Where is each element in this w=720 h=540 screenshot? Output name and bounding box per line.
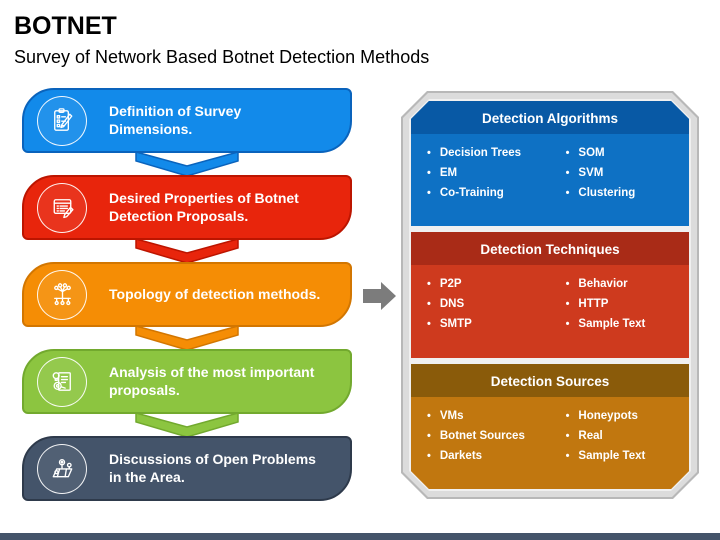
bullet-icon: • — [565, 318, 570, 331]
down-chevron-arrow — [135, 325, 239, 351]
section-detection-algorithms: Detection Algorithms •Decision Trees •EM… — [411, 101, 689, 226]
map-pins-icon — [37, 443, 87, 494]
page-title: BOTNET — [14, 12, 117, 40]
bullet-column: •Honeypots •Real •Sample Text — [566, 402, 683, 485]
bullet-column: •VMs •Botnet Sources •Darkets — [427, 402, 566, 485]
step-bar-open-problems: Discussions of Open Problems in the Area… — [22, 436, 352, 501]
page-subtitle: Survey of Network Based Botnet Detection… — [14, 47, 430, 67]
list-item: •Decision Trees — [427, 147, 522, 159]
clipboard-checklist-icon — [37, 95, 87, 146]
list-item: •SMTP — [427, 318, 472, 331]
section-body: •Decision Trees •EM •Co-Training •SOM •S… — [411, 134, 689, 226]
step-bar-analysis: Analysis of the most important proposals… — [22, 349, 352, 414]
list-item: •SOM — [565, 147, 605, 159]
list-item: •HTTP — [565, 298, 609, 311]
network-topology-icon — [37, 269, 87, 320]
bullet-icon: • — [427, 429, 431, 442]
analysis-magnifier-icon — [37, 356, 87, 407]
step-bar-topology: Topology of detection methods. — [22, 262, 352, 327]
bullet-icon: • — [565, 187, 570, 199]
list-item: •Honeypots — [565, 409, 638, 422]
section-body: •VMs •Botnet Sources •Darkets •Honeypots… — [411, 397, 689, 489]
section-title: Detection Techniques — [411, 232, 689, 266]
bullet-icon: • — [427, 278, 431, 291]
bullet-column: •Decision Trees •EM •Co-Training — [427, 139, 566, 222]
step-label: Desired Properties of Botnet Detection P… — [109, 190, 299, 224]
list-item: •Sample Text — [565, 449, 646, 462]
step-label: Discussions of Open Problems in the Area… — [109, 451, 316, 485]
bullet-icon: • — [565, 147, 570, 159]
panel-content: Detection Algorithms •Decision Trees •EM… — [411, 101, 689, 489]
section-title: Detection Sources — [411, 364, 689, 397]
step-bar-survey-dimensions: Definition of Survey Dimensions. — [22, 88, 352, 153]
bullet-icon: • — [565, 278, 570, 291]
bullet-icon: • — [565, 298, 570, 311]
list-item: •VMs — [427, 409, 464, 422]
bullet-icon: • — [427, 318, 431, 331]
section-body: •P2P •DNS •SMTP •Behavior •HTTP •Sample … — [411, 265, 689, 358]
list-item: •Clustering — [565, 187, 636, 199]
bullet-icon: • — [427, 147, 431, 159]
list-item: •Real — [565, 429, 603, 442]
section-detection-techniques: Detection Techniques •P2P •DNS •SMTP •Be… — [411, 232, 689, 358]
list-item: •SVM — [565, 167, 604, 179]
section-title: Detection Algorithms — [411, 101, 689, 134]
list-item: •P2P — [427, 278, 462, 291]
bullet-column: •SOM •SVM •Clustering — [566, 139, 683, 222]
list-item: •Botnet Sources — [427, 429, 525, 442]
right-arrow-icon — [363, 282, 396, 310]
bullet-icon: • — [427, 298, 431, 311]
down-chevron-arrow — [135, 412, 239, 438]
bullet-icon: • — [565, 449, 570, 462]
bullet-icon: • — [565, 167, 570, 179]
list-item: •EM — [427, 167, 458, 179]
step-label: Definition of Survey Dimensions. — [109, 103, 242, 137]
section-detection-sources: Detection Sources •VMs •Botnet Sources •… — [411, 364, 689, 489]
list-item: •Sample Text — [565, 318, 646, 331]
step-bar-desired-properties: Desired Properties of Botnet Detection P… — [22, 175, 352, 240]
bullet-column: •Behavior •HTTP •Sample Text — [566, 270, 683, 353]
bullet-icon: • — [427, 409, 431, 422]
down-chevron-arrow — [135, 151, 239, 177]
list-item: •Co-Training — [427, 187, 504, 199]
list-item: •DNS — [427, 298, 465, 311]
detection-panel: Detection Algorithms •Decision Trees •EM… — [401, 91, 699, 499]
bullet-icon: • — [565, 409, 570, 422]
bullet-icon: • — [427, 449, 431, 462]
step-label: Analysis of the most important proposals… — [109, 364, 315, 398]
step-label: Topology of detection methods. — [109, 285, 321, 302]
list-item: •Behavior — [565, 278, 628, 291]
bullet-icon: • — [565, 429, 570, 442]
bullet-column: •P2P •DNS •SMTP — [427, 270, 566, 353]
down-chevron-arrow — [135, 238, 239, 264]
footer-strip — [0, 533, 720, 540]
document-pencil-icon — [37, 182, 87, 233]
bullet-icon: • — [427, 187, 431, 199]
list-item: •Darkets — [427, 449, 483, 462]
bullet-icon: • — [427, 167, 431, 179]
